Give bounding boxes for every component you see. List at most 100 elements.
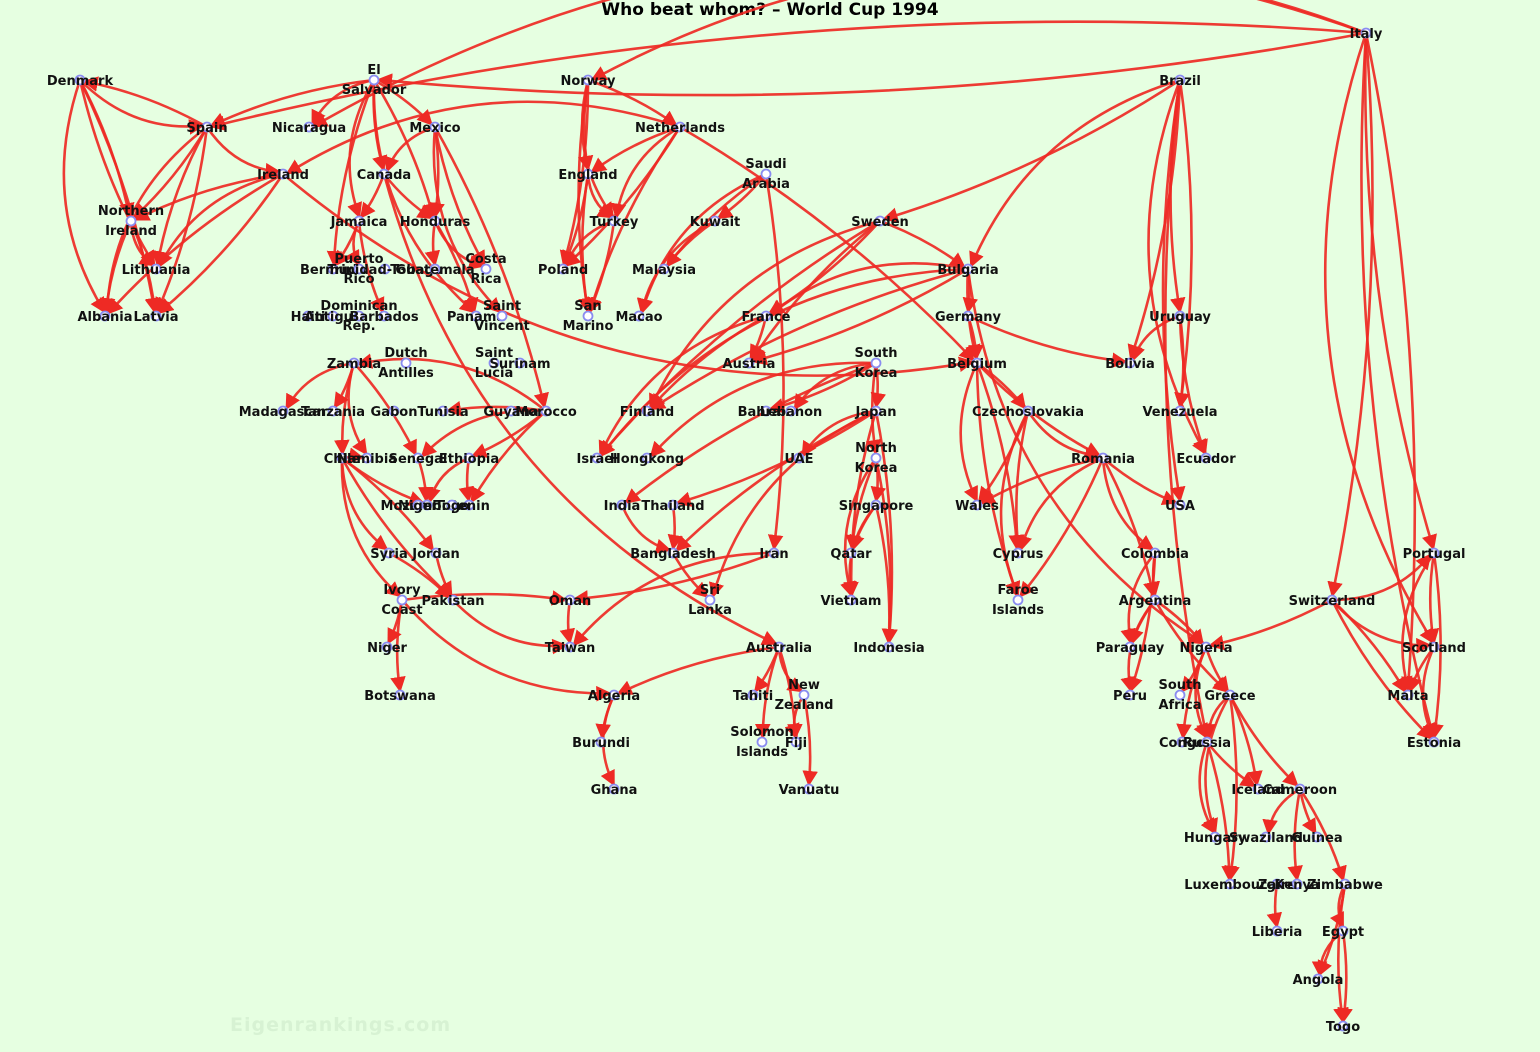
node-label: Morocco [515,405,577,420]
edge-mexico-beat-morocco [433,126,549,409]
node-marker [480,263,492,275]
node-austria: Austria [723,357,776,372]
node-label: Kuwait [690,215,741,230]
node-marker [1124,641,1136,653]
edge-ireland-beat-albania [107,172,284,315]
node-label: Qatar [830,547,872,562]
node-marker [564,641,576,653]
node-label: Wales [955,499,999,514]
node-label: Senegal [389,452,448,467]
node-marker [793,452,805,464]
node-label: Tanzania [301,405,365,420]
edge-brazil-beat-russia [1163,79,1212,740]
edge-mexico-beat-costa-rica [433,126,486,267]
node-italy: Italy [1350,27,1383,42]
node-label: El [367,63,380,78]
edge-czechoslovakia-beat-cyprus [1009,410,1030,551]
node-label: Hongkong [610,452,684,467]
node-label: Latvia [134,310,179,325]
node-label: Botswana [364,689,436,704]
edge-ivory-coast-beat-botswana [390,599,406,693]
node-label: Bolivia [1105,357,1154,372]
edge-switzerland-beat-portugal [1331,553,1432,602]
node-label: USA [1165,499,1195,514]
node-label: Togo [1326,1020,1360,1035]
node-togo: Togo [1326,1020,1360,1035]
node-label: Ireland [105,224,157,239]
node-taiwan: Taiwan [545,641,595,656]
node-label: Mexico [409,121,460,136]
node-germany: Germany [935,310,1001,325]
node-label: Finland [620,405,674,420]
node-label: Costa [465,252,506,267]
node-algeria: Algeria [588,689,640,704]
edge-spain-beat-ireland [205,126,282,179]
node-burundi: Burundi [572,736,630,751]
node-marker [1271,925,1283,937]
node-label: Venezuela [1142,405,1217,420]
node-marker [388,405,400,417]
node-ethiopia: Ethiopia [439,452,499,467]
edge-jamaica-beat-barbados [357,220,385,314]
edge-czechoslovakia-beat-faroe-islands [999,410,1030,598]
edge-bulgaria-beat-finland [649,267,969,411]
node-marker [1200,641,1212,653]
node-qatar: Qatar [830,547,872,562]
node-marker [883,641,895,653]
node-liberia: Liberia [1252,925,1303,940]
node-label: Belgium [947,357,1007,372]
node-netherlands: Netherlands [635,121,725,136]
node-marker [582,310,594,322]
node-label: Luxembourg [1184,878,1276,893]
node-label: Liberia [1252,925,1303,940]
node-label: Oman [549,594,592,609]
node-uruguay: Uruguay [1149,310,1211,325]
node-marker [1291,878,1303,890]
node-label: Ivory [383,583,421,598]
node-kenya: Kenya [1274,878,1319,893]
node-switzerland: Switzerland [1289,594,1376,609]
edge-cameroon-beat-kenya [1287,788,1303,882]
node-marker [150,263,162,275]
edge-russia-beat-iceland [1205,741,1257,788]
node-label: Jamaica [330,215,388,230]
node-label: Lucia [475,366,513,381]
node-marker [463,499,475,511]
node-marker [429,121,441,133]
edge-portugal-beat-malta [1397,552,1436,693]
node-label: Niger [398,499,438,514]
edge-brazil-beat-usa [1161,79,1186,503]
node-denmark: Denmark [47,74,114,89]
edge-belgium-beat-cyprus [975,362,1024,551]
node-label: Zimbabwe [1307,878,1383,893]
node-marker [361,452,373,464]
node-bolivia: Bolivia [1105,357,1154,372]
node-australia: Australia [746,641,812,656]
node-england: England [558,168,617,183]
edge-el-salvador-beat-bermuda [326,79,376,267]
node-malaysia: Malaysia [632,263,696,278]
node-guyana: Guyana [483,405,538,420]
node-indonesia: Indonesia [853,641,924,656]
edge-spain-beat-lithuania [152,126,209,267]
node-surinam: Surinam [489,357,550,372]
node-label: Canada [357,168,411,183]
node-macao: Macao [615,310,662,325]
node-marker [394,689,406,701]
node-marker [505,405,517,417]
node-marker [277,168,289,180]
edge-zambia-beat-senegal [353,362,417,457]
node-ecuador: Ecuador [1176,452,1236,467]
node-marker [303,121,315,133]
node-marker [870,405,882,417]
node-marker [1294,783,1306,795]
node-marker [641,405,653,417]
node-marker [353,215,365,227]
edge-morocco-beat-senegal [420,409,547,458]
node-label: Honduras [400,215,471,230]
